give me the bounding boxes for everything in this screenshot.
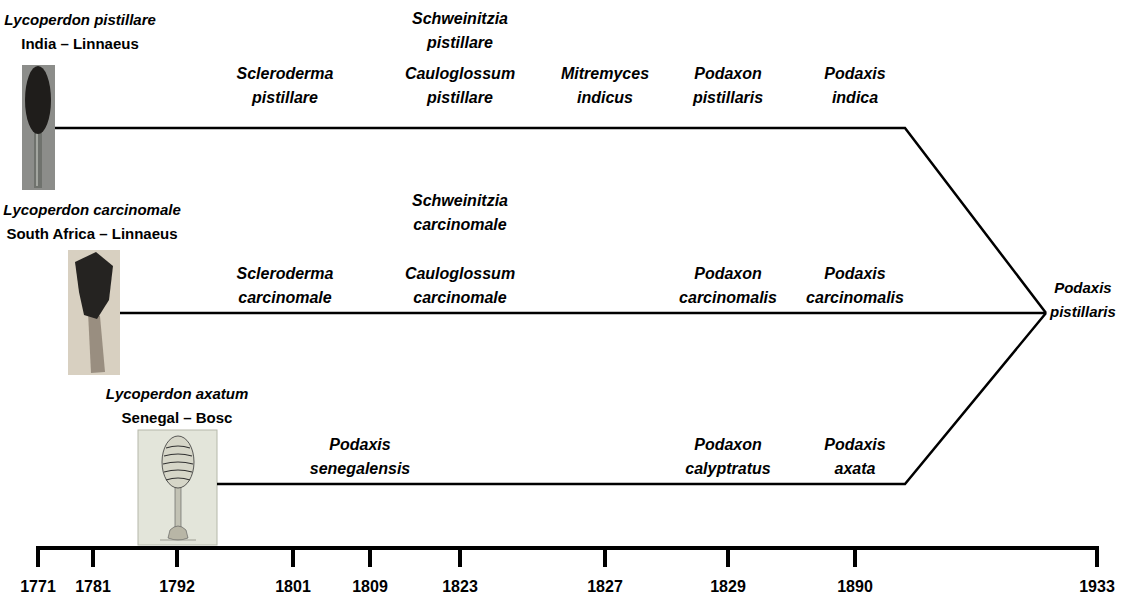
- synonym-name: Mitremyces indicus: [561, 62, 649, 110]
- specimen-stem: [175, 486, 181, 528]
- timeline-axis: [36, 548, 1099, 567]
- species-name: Lycoperdon pistillare: [4, 8, 156, 32]
- origin-author: India – Linnaeus: [4, 32, 156, 56]
- specimen-photo: [68, 250, 120, 375]
- specimen-head: [25, 66, 51, 134]
- axis-tick: [603, 548, 607, 567]
- species-name: Podaxis pistillaris: [1050, 276, 1116, 324]
- year-label: 1809: [352, 575, 388, 599]
- synonym-name: Podaxis axata: [824, 433, 885, 481]
- stem-highlight: [36, 132, 38, 186]
- synonym-name: Podaxon pistillaris: [693, 62, 763, 110]
- plate-caption-line: [160, 540, 196, 541]
- axis-tick: [291, 548, 295, 567]
- axis-tick: [368, 548, 372, 567]
- photo-frame: [22, 65, 55, 190]
- specimen-stem: [34, 128, 42, 188]
- year-label: 1792: [159, 575, 195, 599]
- synonym-name: Cauloglossum carcinomale: [405, 262, 515, 310]
- year-label: 1801: [275, 575, 311, 599]
- axis-tick: [1095, 548, 1099, 567]
- synonym-name: Schweinitzia carcinomale: [412, 189, 508, 237]
- specimen-photo: [22, 65, 55, 190]
- year-label: 1771: [20, 575, 56, 599]
- synonym-name: Scleroderma carcinomale: [237, 262, 334, 310]
- photo-frame: [68, 250, 120, 375]
- synonym-name: Cauloglossum pistillare: [405, 62, 515, 110]
- axis-tick: [458, 548, 462, 567]
- specimen-stem: [88, 312, 105, 373]
- plate-frame: [138, 430, 217, 545]
- year-label: 1890: [837, 575, 873, 599]
- synonym-name: Schweinitzia pistillare: [412, 7, 508, 55]
- specimen-node: Lycoperdon pistillareIndia – Linnaeus: [2, 8, 158, 192]
- axis-tick: [36, 548, 40, 567]
- engraved-plate: [138, 430, 217, 545]
- cap-stripes: [163, 446, 193, 480]
- synonym-name: Podaxis indica: [824, 62, 885, 110]
- origin-author: South Africa – Linnaeus: [3, 222, 181, 246]
- species-name: Lycoperdon carcinomale: [3, 198, 181, 222]
- specimen-base: [168, 526, 188, 540]
- year-label: 1933: [1079, 575, 1115, 599]
- origin-author: Senegal – Bosc: [106, 406, 249, 430]
- specimen-node: Lycoperdon carcinomaleSouth Africa – Lin…: [1, 198, 183, 378]
- synonym-name: Podaxon calyptratus: [685, 433, 770, 481]
- year-label: 1827: [587, 575, 623, 599]
- axis-line: [36, 546, 1099, 550]
- specimen-head: [75, 252, 113, 319]
- synonym-name: Podaxis senegalensis: [310, 433, 411, 481]
- year-label: 1829: [710, 575, 746, 599]
- axis-tick: [91, 548, 95, 567]
- axis-tick: [853, 548, 857, 567]
- result-name: Podaxis pistillaris: [1048, 276, 1118, 324]
- year-label: 1823: [442, 575, 478, 599]
- synonym-name: Scleroderma pistillare: [237, 62, 334, 110]
- axis-tick: [726, 548, 730, 567]
- specimen-node: Lycoperdon axatumSenegal – Bosc: [104, 382, 251, 546]
- lineage-line: [217, 313, 1046, 484]
- synonym-name: Podaxon carcinomalis: [679, 262, 777, 310]
- synonym-name: Podaxis carcinomalis: [806, 262, 904, 310]
- lineage-line: [120, 312, 1046, 315]
- year-label: 1781: [75, 575, 111, 599]
- species-name: Lycoperdon axatum: [106, 382, 249, 406]
- specimen-cap: [162, 436, 194, 488]
- lineage-line: [55, 128, 1046, 313]
- axis-tick: [175, 548, 179, 567]
